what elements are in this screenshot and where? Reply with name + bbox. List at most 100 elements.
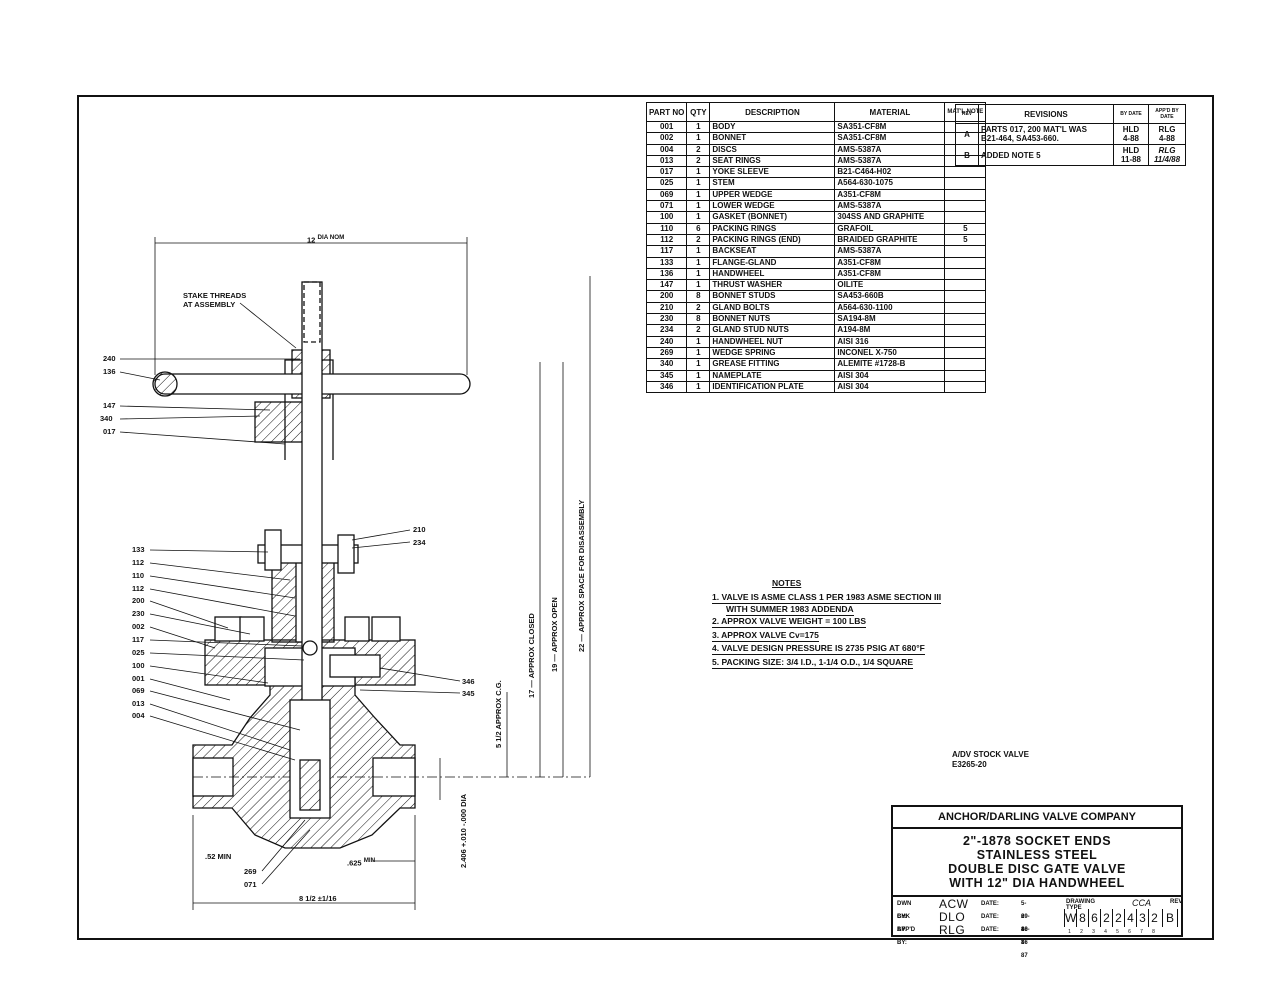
part-description: LOWER WEDGE: [709, 200, 836, 213]
part-material: A564-630-1075: [834, 177, 946, 190]
dim-dia-value: 12 DIA NOM: [307, 234, 344, 245]
checked-date: 6-10-86: [1021, 914, 1030, 946]
bore-dim-label: 2.406 +.010 -.000 DIA: [459, 794, 468, 868]
drawing-number-index: 7: [1140, 929, 1143, 935]
part-material: A564-630-1100: [834, 301, 946, 315]
drawing-number-digit: 2: [1100, 909, 1112, 927]
part-material: BRAIDED GRAPHITE: [834, 233, 946, 247]
callout-label: 340: [100, 414, 113, 423]
drawn-label: DWN BY:: [897, 901, 912, 920]
drawing-number-digit: 3: [1136, 909, 1148, 927]
leader-001: [149, 678, 231, 701]
part-description: GREASE FITTING: [709, 358, 836, 371]
callout-label: 004: [132, 711, 145, 720]
callout-label: 234: [413, 538, 426, 547]
cg-value: 5: [494, 743, 503, 748]
drawing-number-digit: 2: [1148, 909, 1160, 927]
space-value: 22: [577, 643, 586, 652]
leader-100: [149, 665, 269, 684]
closed-dim-label: 17 — APPROX CLOSED: [527, 613, 536, 698]
bore-value: 2.406: [459, 849, 468, 868]
leader-230: [149, 613, 251, 635]
part-qty: 1: [686, 200, 711, 213]
drawing-number-index: 4: [1104, 929, 1107, 935]
part-qty: 1: [686, 267, 711, 281]
handwheel-section: [152, 371, 178, 397]
rev-appd-date: 4-88: [1158, 134, 1175, 143]
callout-label: 013: [132, 699, 145, 708]
drawing-type-label: DRAWING TYPE: [1066, 899, 1095, 911]
min-text: MIN: [363, 857, 376, 864]
dim-625-value: .625: [347, 858, 362, 868]
title-line: STAINLESS STEEL: [976, 848, 1098, 862]
rev-text-line: PARTS 017, 200 MAT'L WAS: [981, 125, 1087, 134]
leader-269: [261, 819, 306, 872]
callout-label: 100: [132, 661, 145, 670]
part-no: 004: [645, 143, 688, 156]
callout-label: 240: [103, 354, 116, 363]
part-qty: 1: [686, 380, 711, 394]
rev-by-name: HLD: [1122, 125, 1140, 134]
bonnet-nut: [214, 616, 242, 642]
overall-dim-label: 8 1/2 ±1/16: [299, 894, 337, 903]
overall-frac: 2: [311, 894, 316, 903]
title-line: DOUBLE DISC GATE VALVE: [948, 862, 1126, 876]
date-label: DATE:: [981, 927, 999, 933]
leader-110: [149, 575, 296, 599]
part-qty: 1: [686, 256, 711, 269]
rev-label: REV: [1170, 899, 1183, 905]
drawing-border: [77, 95, 1214, 940]
callout-label: 133: [132, 545, 145, 554]
approved-date: 4-1-87: [1021, 927, 1028, 959]
yoke-sleeve: [254, 401, 311, 443]
callout-label: 346: [462, 677, 475, 686]
rev-appd-name: RLG: [1158, 146, 1176, 155]
signature-block: DWN BY: ACW DATE: 5-29-86 CHK BY: DLO DA…: [893, 895, 1183, 959]
part-qty: 2: [686, 154, 711, 168]
part-no: 346: [645, 380, 688, 394]
date-label: DATE:: [981, 901, 999, 907]
leader-112: [149, 562, 291, 581]
cg-frac: 2: [494, 731, 503, 736]
part-no: 136: [645, 267, 688, 281]
backseat-ball: [302, 640, 318, 656]
leader-117: [149, 639, 303, 647]
wedge: [299, 759, 321, 811]
drawing-number-digit: 6: [1088, 909, 1100, 927]
leader-234: [351, 541, 411, 549]
leader-013: [149, 703, 291, 751]
rev-text-line: B21-464, SA453-660.: [981, 134, 1059, 143]
bore-tol: +.010: [459, 828, 468, 848]
drawing-number-digit: 8: [1076, 909, 1088, 927]
drawing-number-index: 3: [1092, 929, 1095, 935]
rev-by-date: 11-88: [1120, 155, 1142, 164]
open-value: 19: [550, 663, 559, 672]
title-line: WITH 12" DIA HANDWHEEL: [949, 876, 1125, 890]
callout-label: 269: [244, 867, 257, 876]
stake-line: STAKE THREADS: [183, 291, 247, 300]
space-text: APPROX SPACE FOR DISASSEMBLY: [577, 499, 586, 633]
callout-label: 069: [132, 686, 145, 695]
bonnet-nut: [344, 616, 370, 642]
callout-label: 112: [132, 584, 145, 593]
part-no: 002: [645, 132, 688, 145]
part-no: 071: [645, 200, 688, 213]
part-no: 017: [645, 166, 688, 179]
leader-345: [359, 689, 461, 694]
part-no: 013: [645, 154, 688, 168]
tol-frac: 1: [321, 894, 327, 903]
callout-label: 017: [103, 427, 116, 436]
drawing-number-digit: W: [1064, 909, 1077, 927]
